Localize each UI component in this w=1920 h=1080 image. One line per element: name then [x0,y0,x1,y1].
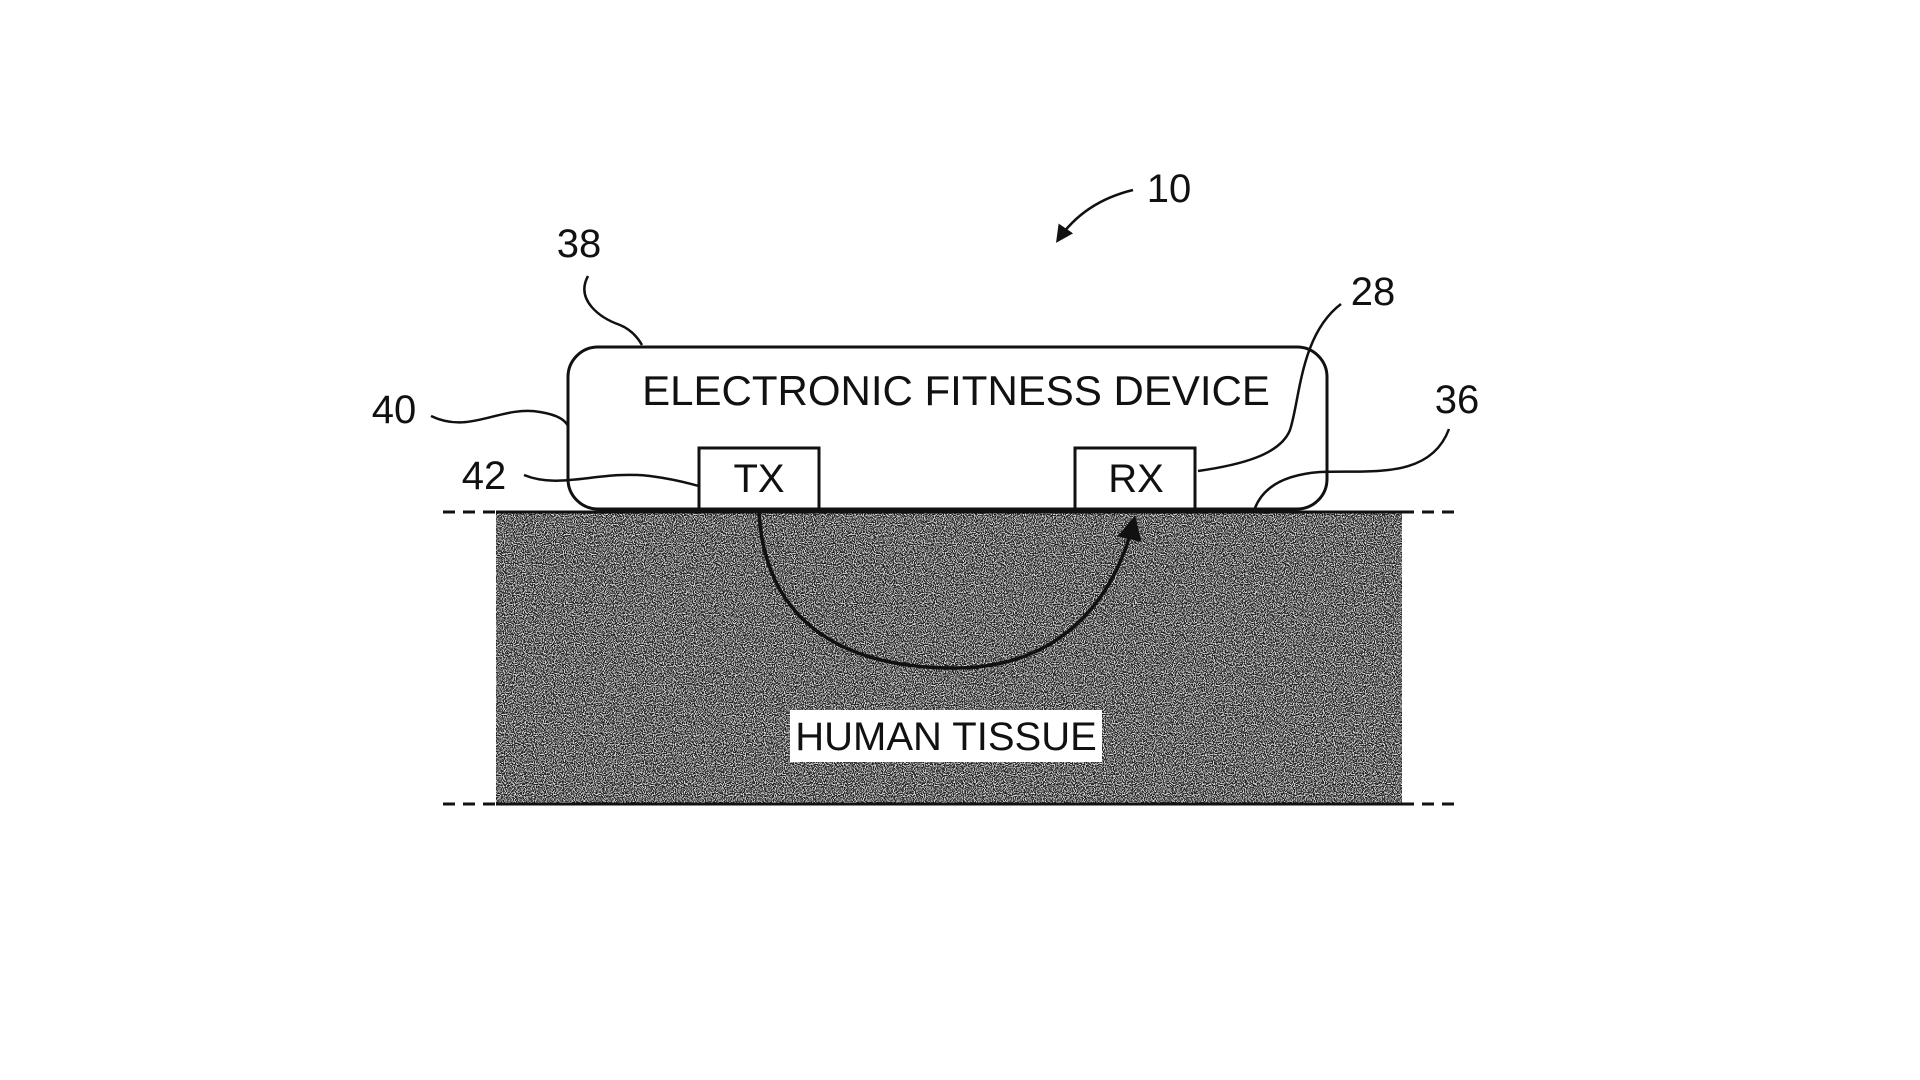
leader-36 [1253,428,1451,509]
human-tissue-region [496,512,1402,804]
receiver-box [1073,446,1197,511]
device-title: ELECTRONIC FITNESS DEVICE [642,367,1270,414]
transmitter-box [697,446,821,511]
receiver-label: RX [1108,457,1164,501]
numeral-38: 38 [557,222,602,266]
numeral-42: 42 [462,454,507,498]
leader-40 [430,409,570,427]
leader-10 [1056,188,1134,243]
tissue-label-background [790,710,1102,762]
leader-lines [430,188,1451,509]
leader-28 [1197,303,1342,473]
numeral-28: 28 [1351,270,1396,314]
numeral-40: 40 [372,388,417,432]
numeral-10: 10 [1147,167,1192,211]
transmitter-label: TX [733,457,784,501]
numeral-36: 36 [1435,378,1480,422]
tissue-label: HUMAN TISSUE [795,715,1097,759]
leader-38 [583,275,644,346]
leader-42 [523,473,700,488]
signal-path-arrow [757,511,1142,670]
